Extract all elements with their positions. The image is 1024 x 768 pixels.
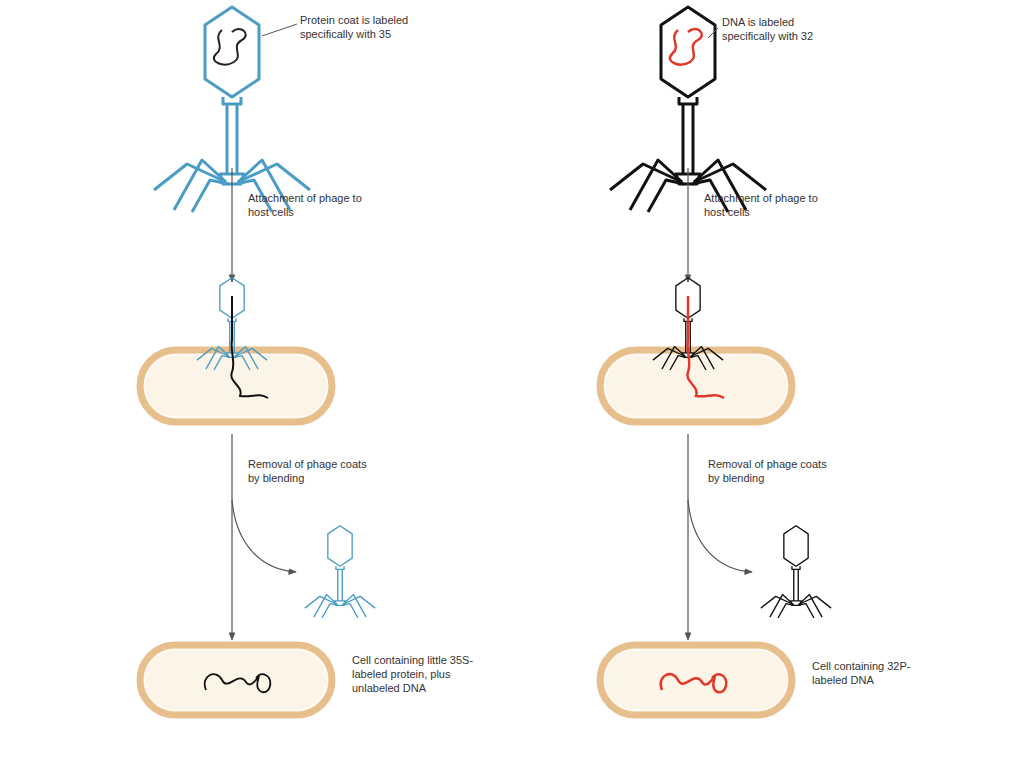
host-cell [600, 645, 792, 715]
injected-dna [231, 296, 268, 398]
removed-coat [305, 526, 375, 618]
annotation: Removal of phage coats by blending [708, 458, 838, 486]
annotation: Protein coat is labeled specifically wit… [300, 14, 430, 42]
annotation: Attachment of phage to host cells [704, 192, 834, 220]
phage-dna [670, 29, 702, 64]
annotation: DNA is labeled specifically with 32 [722, 16, 842, 44]
annotation: Removal of phage coats by blending [248, 458, 378, 486]
step-arrow [687, 434, 688, 640]
injected-dna [687, 296, 724, 398]
cell-dna [205, 674, 271, 692]
annotation: Cell containing 32P-labeled DNA [812, 660, 932, 688]
host-cell [140, 350, 332, 422]
branch-arrow [232, 500, 296, 572]
branch-arrow [688, 500, 752, 572]
step-arrow [231, 168, 232, 282]
host-cell [600, 350, 792, 422]
step-arrow [231, 434, 232, 640]
removed-coat [761, 526, 831, 618]
annotation: Cell containing little 35S-labeled prote… [352, 654, 487, 695]
cell-dna [661, 674, 727, 692]
leader-line [708, 28, 718, 38]
phage-dna [214, 29, 246, 64]
annotation: Attachment of phage to host cells [248, 192, 378, 220]
host-cell [140, 645, 332, 715]
leader-line [262, 24, 297, 36]
step-arrow [687, 168, 688, 282]
